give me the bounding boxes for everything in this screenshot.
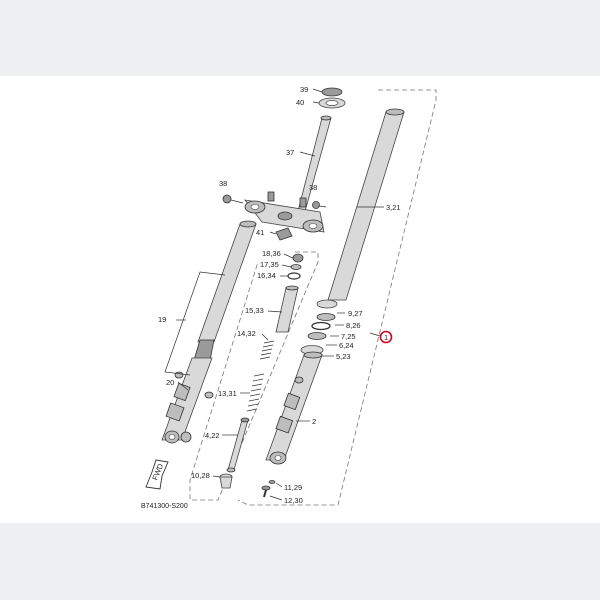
label-9-27[interactable]: 9,27 (348, 309, 363, 318)
label-16-34[interactable]: 16,34 (257, 271, 276, 280)
label-20[interactable]: 20 (166, 378, 174, 387)
outer-tube-right (265, 351, 323, 465)
diagram-code: B741300-S200 (141, 503, 188, 510)
highlight-part-1[interactable]: 1 (379, 330, 393, 344)
label-6-24[interactable]: 6,24 (339, 341, 354, 350)
label-17-35[interactable]: 17,35 (260, 260, 279, 269)
bolt-38-left (222, 194, 244, 204)
label-3-21[interactable]: 3,21 (386, 203, 401, 212)
diagram-sheet (0, 76, 600, 523)
label-39[interactable]: 39 (300, 85, 308, 94)
bolt-12-30 (261, 485, 271, 498)
part-11-29 (268, 480, 276, 484)
bolt-38-right (312, 201, 327, 209)
seals-stack (300, 299, 338, 355)
label-41[interactable]: 41 (256, 228, 264, 237)
label-5-23[interactable]: 5,23 (336, 352, 351, 361)
left-fork-assembly (161, 220, 257, 444)
label-10-28[interactable]: 10,28 (191, 471, 210, 480)
label-15-33[interactable]: 15,33 (245, 306, 264, 315)
inner-components (219, 253, 304, 489)
leader-lines (176, 88, 384, 501)
inner-tube-right (327, 108, 405, 301)
label-12-30[interactable]: 12,30 (284, 496, 303, 505)
lower-bracket (244, 191, 325, 233)
bracket-19 (164, 271, 226, 376)
label-40[interactable]: 40 (296, 98, 304, 107)
label-11-29[interactable]: 11,29 (284, 483, 302, 492)
inner-assembly-outline (189, 251, 319, 501)
label-19[interactable]: 19 (158, 315, 166, 324)
label-18-36[interactable]: 18,36 (262, 249, 281, 258)
label-8-26[interactable]: 8,26 (346, 321, 361, 330)
label-14-32[interactable]: 14,32 (237, 329, 256, 338)
label-1: 1 (384, 333, 388, 342)
label-38-left[interactable]: 38 (219, 179, 227, 188)
label-13-31[interactable]: 13,31 (218, 389, 237, 398)
label-37[interactable]: 37 (286, 148, 294, 157)
label-7-25[interactable]: 7,25 (341, 332, 356, 341)
label-2[interactable]: 2 (312, 417, 316, 426)
part-41 (275, 227, 293, 241)
steering-stem (296, 87, 346, 216)
outer-assembly-outline (237, 89, 437, 506)
label-4-22[interactable]: 4,22 (205, 431, 220, 440)
label-38-right[interactable]: 38 (309, 183, 317, 192)
fwd-arrow: FWD (145, 459, 169, 490)
